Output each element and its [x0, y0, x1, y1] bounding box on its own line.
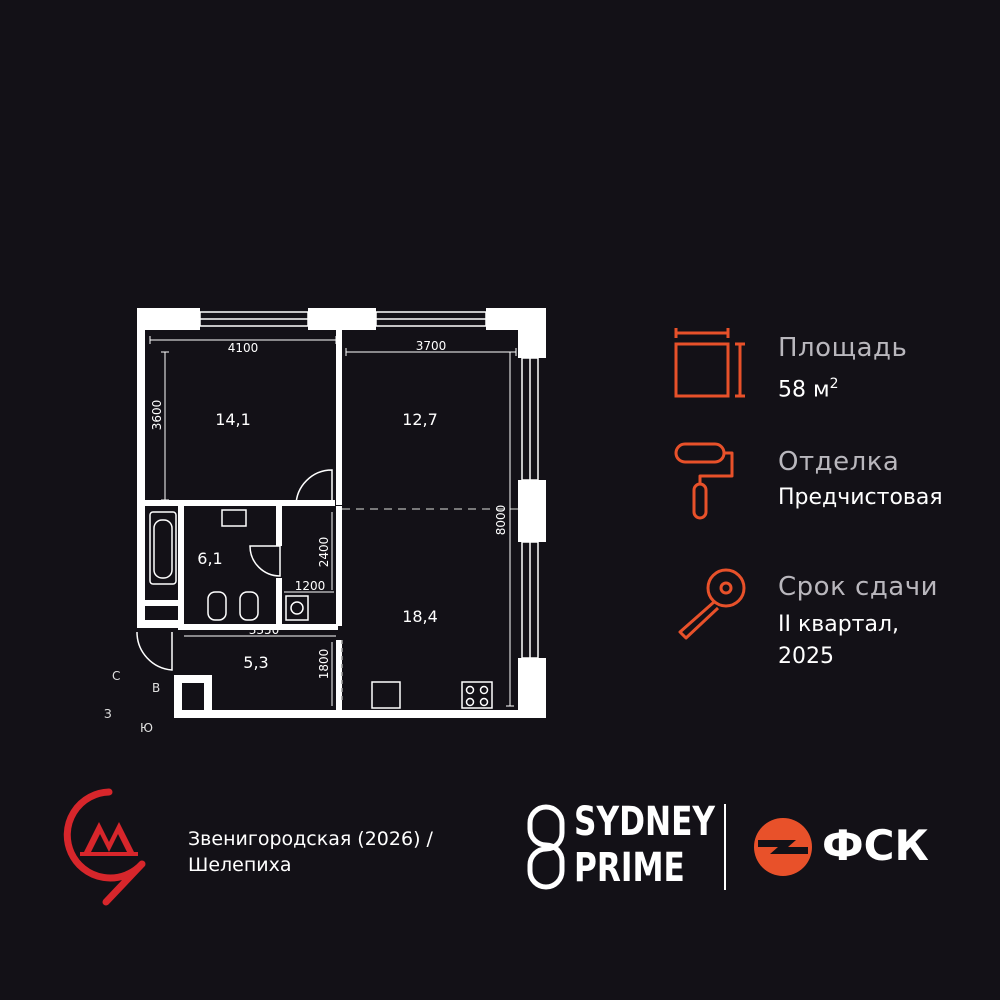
wall-rooms-divider [336, 330, 342, 505]
dim-3600: 3600 [150, 400, 164, 431]
wall-bath-right-upper [276, 506, 282, 546]
washer-icon [285, 595, 309, 621]
room-area-18: 18,4 [402, 607, 438, 626]
finish-value: Предчистовая [778, 485, 943, 510]
dim-3350: 3350 [249, 623, 280, 637]
wall-entry-left [174, 675, 182, 718]
door-room1 [295, 469, 333, 507]
wall-living-left [336, 506, 342, 626]
dim-8000: 8000 [494, 505, 508, 536]
compass-south: Ю [140, 721, 153, 735]
wall-bath-niche [137, 600, 179, 606]
wall-hall-top [178, 624, 338, 630]
room-area-6: 6,1 [197, 549, 222, 568]
room-area-12: 12,7 [402, 410, 438, 429]
toilet-icon [207, 591, 227, 621]
room-area-5: 5,3 [243, 653, 268, 672]
wall-bath-bottom [137, 620, 182, 628]
finish-title: Отделка [778, 447, 900, 477]
wall-top-left-pier [137, 308, 200, 330]
area-value: 58 м2 [778, 368, 839, 406]
area-value-text: 58 м [778, 377, 830, 403]
wall-corner-se [518, 658, 546, 718]
wall-entry-right [204, 675, 212, 710]
dim-1800: 1800 [317, 649, 331, 680]
paint-roller-icon [674, 442, 734, 520]
key-icon [678, 568, 746, 640]
brand-sydney: SYDNEY [574, 799, 715, 845]
dim-1200: 1200 [295, 579, 326, 593]
wall-top-mid-pier [308, 308, 376, 330]
compass-east: В [152, 681, 161, 695]
floor-plan: 4100 3700 3600 8000 2400 1200 3350 1800 … [136, 308, 546, 718]
wall-room1-bottom [145, 500, 335, 506]
brand-divider [724, 804, 726, 890]
dim-2400: 2400 [317, 537, 331, 568]
stove-icon [461, 681, 493, 709]
door-bathroom [249, 545, 281, 577]
delivery-line1: II квартал, [778, 612, 900, 637]
compass-west: З [104, 707, 112, 721]
dim-4100: 4100 [228, 341, 259, 355]
delivery-title: Срок сдачи [778, 572, 938, 602]
wall-bath-right-lower [276, 578, 282, 630]
brand-prime: PRIME [574, 845, 685, 891]
sink-icon [221, 509, 247, 527]
wall-bath-left [178, 506, 184, 628]
fsk-logo-icon [754, 818, 812, 876]
wall-right-mid-pier [518, 480, 546, 542]
metro-stations: Звенигородская (2026) / Шелепиха [188, 826, 433, 878]
wall-bottom [174, 710, 546, 718]
metro-line1: Звенигородская (2026) / [188, 828, 433, 850]
area-unit-sup: 2 [829, 376, 839, 392]
wall-left [137, 308, 145, 628]
sydney-prime-logo-icon [527, 804, 565, 890]
compass-north: С [112, 669, 121, 683]
metro-icon [63, 788, 146, 906]
area-title: Площадь [778, 333, 908, 363]
delivery-line2: 2025 [778, 644, 834, 669]
door-entrance [136, 631, 173, 671]
area-icon [674, 328, 745, 398]
brand-fsk: ФСК [822, 821, 929, 870]
dim-3700: 3700 [416, 339, 447, 353]
kitchen-sink-icon [371, 681, 401, 709]
bathtub-icon [149, 511, 177, 585]
bidet-icon [239, 591, 259, 621]
room-area-14: 14,1 [215, 410, 251, 429]
wall-entry-top [174, 675, 212, 683]
metro-line2: Шелепиха [188, 854, 292, 876]
wall-hall-right [336, 640, 342, 710]
wall-corner-ne [518, 308, 546, 358]
